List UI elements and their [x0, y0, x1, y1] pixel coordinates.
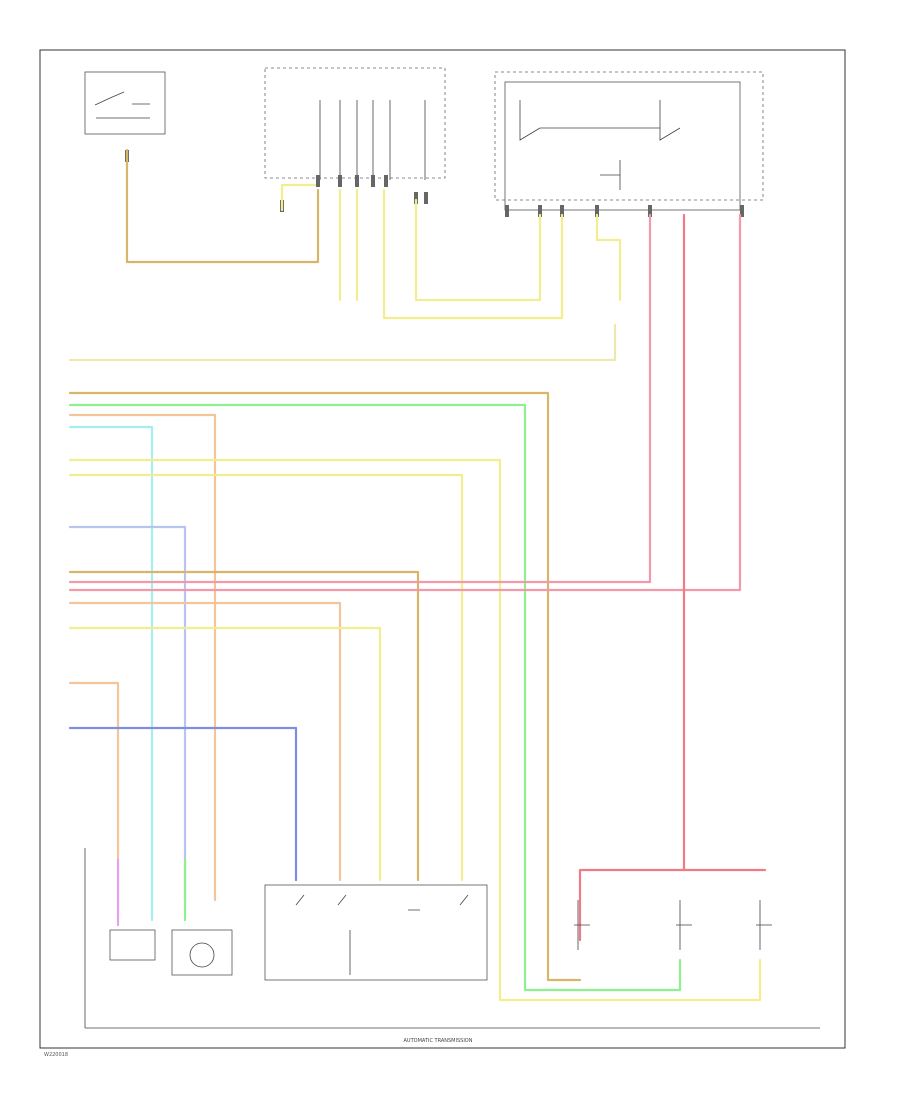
wire-orange-left: [68, 681, 120, 862]
output-speed-sensor: [171, 929, 233, 976]
wire-tan-ignition: [125, 148, 320, 264]
wire-pink-bus-1: [68, 213, 652, 584]
shift-solenoid-symbols: [574, 900, 772, 950]
wire-yellow-ecm-to-tcm: [382, 188, 564, 320]
speed-sensor-symbol: [189, 942, 215, 968]
tcm-outer-boundary: [494, 71, 764, 201]
wire-lightblue-short: [68, 525, 187, 902]
wire-tan-top-bus: [68, 323, 617, 362]
diagram-frame: [39, 49, 846, 1049]
tcm-internal-switches: [519, 100, 681, 190]
wire-tan-lower-bus: [68, 570, 420, 882]
wire-red-right-vertical: [578, 213, 767, 942]
wire-orange-lower: [68, 601, 342, 882]
wire-yellow-mid-2: [68, 473, 464, 882]
ignition-switch-symbol: [94, 91, 150, 119]
wire-blue-lower: [68, 726, 298, 882]
ignition-switch-box: [84, 71, 166, 135]
wire-green-long-right: [68, 403, 682, 992]
diagram-bottom-label: AUTOMATIC TRANSMISSION: [404, 1038, 473, 1044]
transmission-control-module-box: [504, 81, 741, 211]
wire-tan-long-right: [68, 391, 582, 982]
wire-yellow-module-right: [595, 213, 622, 302]
wire-yellow-tcm-loop: [414, 198, 542, 302]
pressure-control-solenoid: [109, 929, 156, 961]
upper-connector-pins: [125, 150, 744, 217]
engine-control-module-boundary: [264, 67, 446, 179]
wire-cyan-vertical: [68, 425, 154, 922]
diagram-page-id: W220018: [44, 1052, 68, 1058]
wire-yellow-mid-1: [68, 458, 762, 1002]
wire-orange-short: [68, 413, 217, 902]
wire-pink-bus-2: [68, 213, 742, 592]
bottom-ground-line: [84, 848, 820, 1029]
range-switch-assembly: [264, 884, 488, 981]
range-switch-contacts: [295, 894, 469, 975]
wire-yellow-ecm-1: [280, 183, 317, 212]
ecm-pin-stems: [319, 100, 426, 180]
wire-yellow-lower: [68, 626, 382, 882]
